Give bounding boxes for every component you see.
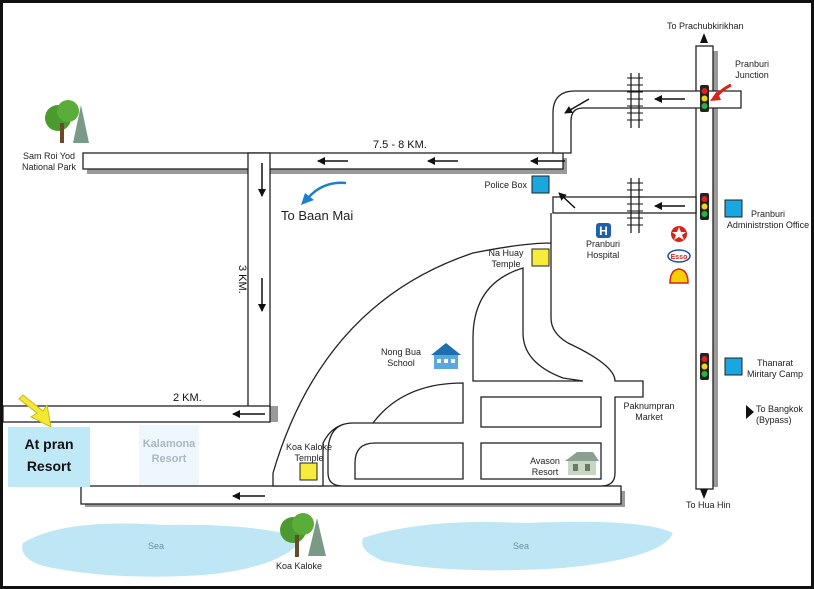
east-direction-label: To Bangkok (Bypass) (756, 404, 804, 425)
at-pran-resort[interactable]: At pran Resort (8, 427, 90, 487)
esso-station-icon: Esso (667, 249, 691, 263)
sea-right (362, 521, 673, 571)
svg-text:Esso: Esso (671, 254, 688, 261)
paknumpran-market-label: Paknumpran Market (623, 401, 675, 422)
sea-right-label: Sea (513, 541, 530, 551)
avason-resort-label: Avason Resort (530, 456, 560, 477)
south-arrow (700, 489, 708, 499)
svg-text:H: H (599, 224, 608, 238)
sam-roi-yod-label: Sam Roi Yod National Park (21, 151, 77, 172)
north-arrow (700, 33, 708, 43)
pranburi-junction-label: Pranburi Junction (734, 59, 770, 80)
na-huay-temple-label: Na Huay Temple (488, 248, 524, 269)
pranburi-hospital-label: Pranburi Hospital (585, 239, 621, 260)
distance-vertical-label: 3 KM. (236, 265, 248, 294)
na-huay-temple-marker (531, 248, 550, 267)
admin-office-marker (724, 199, 743, 218)
sea-left (22, 523, 304, 577)
traffic-light-icon (700, 85, 709, 112)
kalamona-resort-label: Kalamona Resort (142, 438, 196, 465)
north-direction-label: To Prachubkirikhan (667, 21, 744, 31)
resort-pointer-icon (18, 394, 52, 428)
school-icon (431, 343, 461, 369)
koa-kaloke-temple-marker (299, 462, 318, 481)
baan-mai-label: To Baan Mai (281, 208, 354, 223)
baan-mai-pointer-icon (307, 181, 347, 199)
koa-kaloke-label: Koa Kaloke (275, 561, 323, 571)
police-box-label: Police Box (484, 180, 527, 190)
thanarat-camp-label: Thanarat Miritary Camp (746, 358, 803, 379)
pranburi-admin-label: Pranburi Administrstion Office (726, 209, 810, 230)
military-camp-marker (724, 357, 743, 376)
map-canvas: H Esso (3, 33, 754, 577)
caltex-station-icon (671, 226, 687, 242)
distance-bottom-label: 2 KM. (173, 392, 202, 404)
traffic-light-icon (700, 193, 709, 220)
avason-resort-icon (565, 452, 599, 475)
hospital-icon: H (596, 223, 611, 238)
shell-station-icon (669, 268, 689, 284)
direction-arrows (232, 95, 685, 500)
roads (3, 45, 742, 505)
kalamona-resort[interactable]: Kalamona Resort (139, 425, 199, 485)
tree-icon (280, 513, 326, 557)
east-arrow (746, 405, 754, 419)
compass-arrows (700, 33, 754, 499)
koa-kaloke-temple-label: Koa Kaloke Temple (285, 442, 333, 463)
rail-ties (627, 77, 643, 226)
at-pran-resort-label: At pran Resort (24, 436, 74, 474)
distance-top-label: 7.5 - 8 KM. (373, 139, 427, 151)
south-direction-label: To Hua Hin (686, 500, 731, 510)
rail-tracks (630, 73, 640, 233)
sea-left-label: Sea (148, 541, 165, 551)
police-box-marker (531, 175, 550, 194)
nong-bua-school-label: Nong Bua School (380, 347, 422, 368)
traffic-light-icon (700, 353, 709, 380)
tree-icon (45, 100, 89, 143)
